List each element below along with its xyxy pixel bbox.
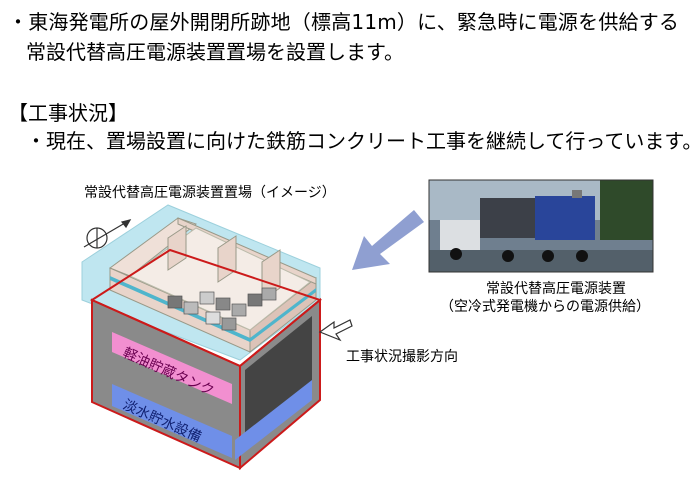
direction-label: 工事状況撮影方向 [346, 349, 458, 365]
status-heading: 【工事状況】 [8, 101, 128, 125]
block-right-panel-dark [245, 316, 312, 450]
shooting-direction-arrow-icon [318, 319, 353, 342]
water-band-side [235, 380, 312, 460]
intro-line-1: ・東海発電所の屋外開閉所跡地（標高11m）に、緊急時に電源を供給する [8, 10, 680, 34]
figure-caption: 常設代替高圧電源装置置場（イメージ） [84, 185, 336, 201]
water-band [112, 384, 232, 458]
generator-photo [428, 179, 654, 273]
photo-caption-2: （空冷式発電機からの電源供給） [440, 299, 650, 315]
partition-3 [261, 249, 281, 301]
photo-pointer-arrow-icon [352, 210, 424, 270]
photo-caption-1: 常設代替高圧電源装置 [486, 281, 626, 297]
status-bullet: ・現在、置場設置に向けた鉄筋コンクリート工事を継続して行っています。 [26, 129, 700, 153]
tank-band [112, 332, 232, 404]
generator-units [167, 287, 277, 331]
compass-icon [83, 219, 132, 249]
building-top-left-wall [108, 217, 198, 277]
partition-1 [167, 225, 187, 271]
block-top-rim [89, 248, 323, 368]
intro-line-2: 常設代替高圧電源装置置場を設置します。 [26, 40, 404, 64]
